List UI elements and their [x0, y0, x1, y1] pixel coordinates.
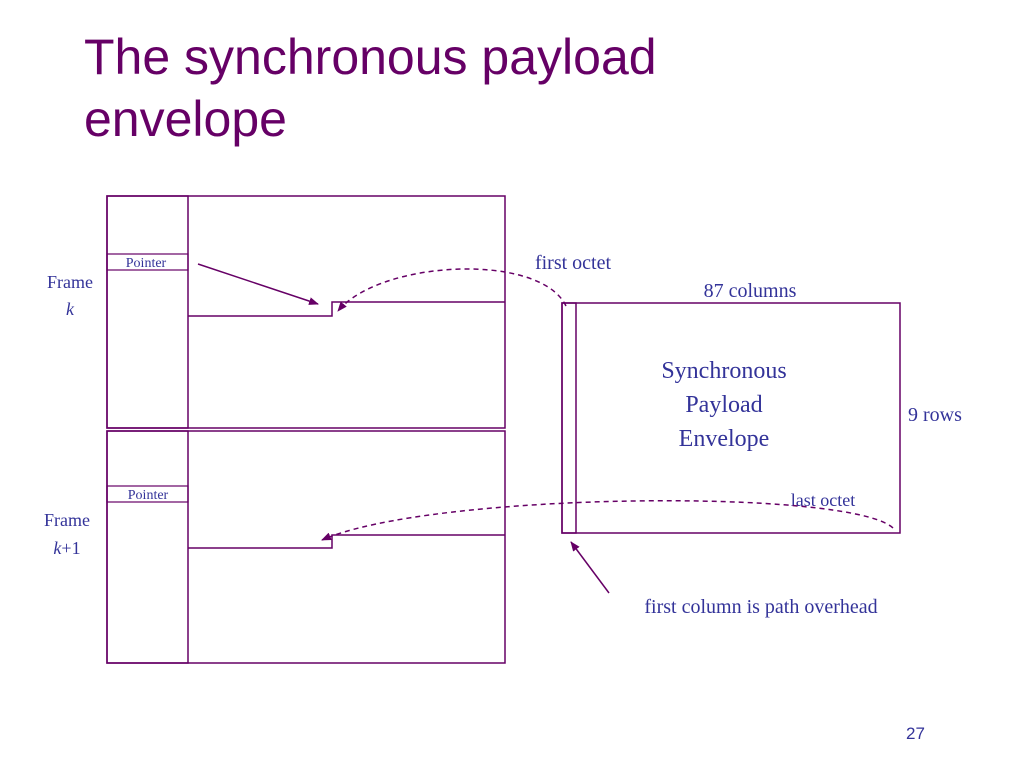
page-number: 27 [906, 724, 925, 743]
spe-columns-label: 87 columns [704, 280, 797, 302]
first-column-arrow [570, 541, 610, 594]
frame-k-index: k [66, 299, 75, 319]
frame-k-plus-1: Pointer Frame k+1 [44, 430, 506, 664]
title-line-1: The synchronous payload [84, 29, 657, 85]
spe-structure: Synchronous Payload Envelope 87 columns … [535, 252, 962, 618]
frame-k-pointer-arrow [197, 263, 319, 305]
frame-k1-index-text: k+1 [53, 538, 80, 558]
frame-k1-overhead-column [106, 430, 189, 664]
frame-k1-index: k [53, 538, 62, 558]
frame-k-label: Frame [47, 272, 93, 292]
spe-name-line-2: Payload [685, 392, 762, 418]
frame-k1-label: Frame [44, 510, 90, 530]
frame-k1-index-suffix: +1 [61, 538, 80, 558]
frame-k1-outline [106, 430, 506, 664]
spe-path-overhead-column [561, 302, 577, 534]
frame-k1-pointer-box [106, 485, 189, 503]
frame-k1-spe-boundary [188, 534, 505, 549]
last-octet-label: last octet [791, 490, 855, 510]
spe-name-line-3: Envelope [679, 426, 770, 452]
spe-name-line-1: Synchronous [661, 358, 786, 384]
frame-k-pointer-box [106, 253, 189, 271]
first-column-label: first column is path overhead [644, 596, 877, 618]
first-octet-label: first octet [535, 252, 612, 274]
frame-k: Pointer Frame k [47, 195, 506, 429]
slide-title: The synchronous payload envelope [84, 26, 784, 150]
spe-rows-label: 9 rows [908, 404, 962, 426]
last-octet-arrow [321, 500, 894, 541]
frame-k-spe-boundary [188, 301, 505, 317]
frame-k-overhead-column [106, 195, 189, 429]
frame-k-pointer-label: Pointer [126, 256, 167, 271]
title-line-2: envelope [84, 91, 287, 147]
first-octet-arrow [337, 268, 567, 312]
frame-k-outline [106, 195, 506, 429]
frame-k1-pointer-label: Pointer [128, 488, 169, 503]
